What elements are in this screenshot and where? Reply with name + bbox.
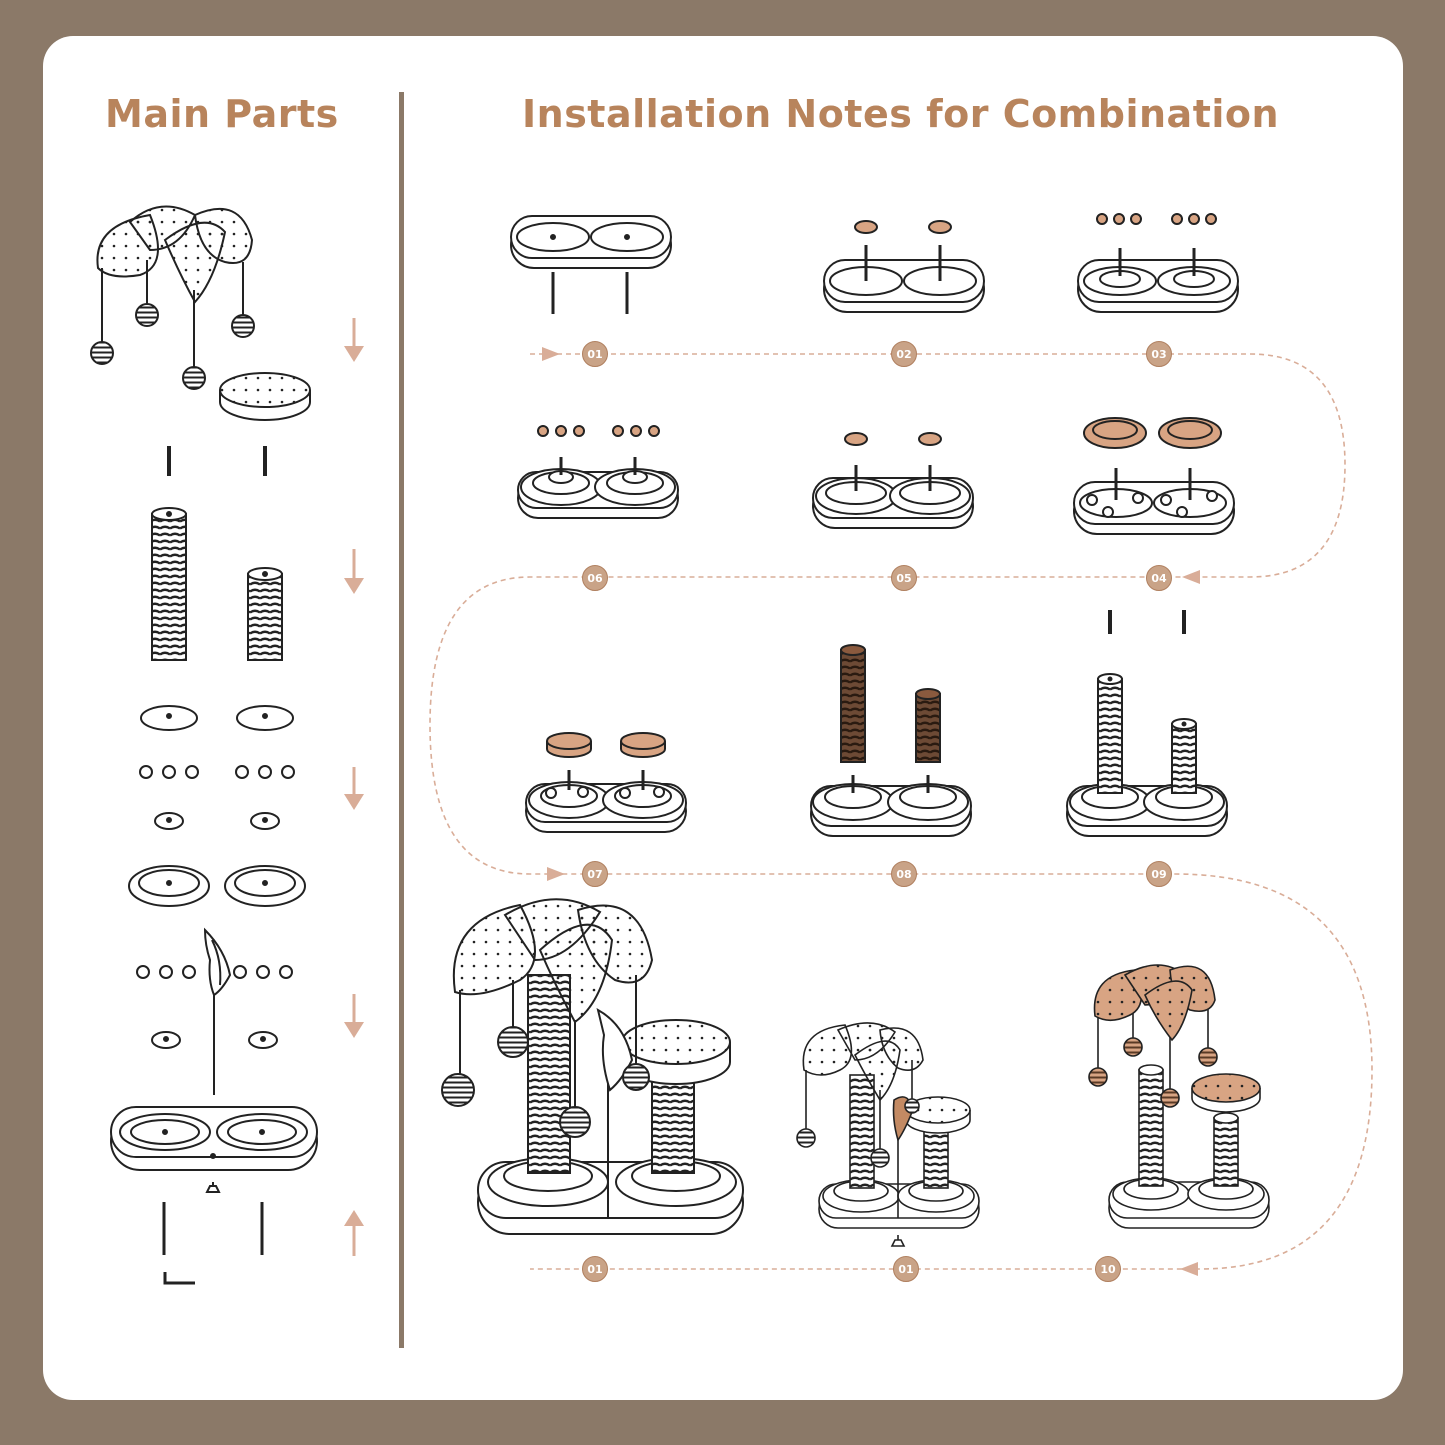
part-balls-row xyxy=(139,765,295,779)
part-screws xyxy=(162,1202,264,1285)
flow-path xyxy=(429,353,1373,1270)
part-leaf-top xyxy=(90,205,255,390)
part-pins xyxy=(167,446,267,476)
final-assembly-small xyxy=(796,1022,980,1247)
part-small-caps xyxy=(154,812,280,830)
step-02-illustration xyxy=(823,220,985,313)
step-07-illustration xyxy=(525,732,687,833)
column-divider xyxy=(399,92,404,1348)
part-discs xyxy=(140,705,294,731)
step-badge-10: 10 xyxy=(1095,1256,1121,1282)
step-badge-05: 05 xyxy=(891,565,917,591)
step-badge-09: 09 xyxy=(1146,861,1172,887)
flow-path-arrowheads xyxy=(542,347,1200,1276)
step-badge-01: 01 xyxy=(582,341,608,367)
step-01-illustration xyxy=(510,215,672,314)
step-06-illustration xyxy=(517,425,679,519)
step-badge-01-bottom-left: 01 xyxy=(582,1256,608,1282)
step-05-illustration xyxy=(812,432,974,529)
flow-arrows xyxy=(344,318,364,1256)
final-assembly-large xyxy=(441,898,744,1235)
main-parts-title: Main Parts xyxy=(105,92,339,136)
step-03-illustration xyxy=(1077,213,1239,313)
part-base xyxy=(110,1106,318,1193)
step-badge-07: 07 xyxy=(582,861,608,887)
step-08-illustration xyxy=(810,644,972,837)
step-badge-03: 03 xyxy=(1146,341,1172,367)
step-badge-04: 04 xyxy=(1146,565,1172,591)
step-04-illustration xyxy=(1073,417,1235,535)
step-badge-06: 06 xyxy=(582,565,608,591)
installation-title: Installation Notes for Combination xyxy=(522,92,1280,136)
final-assembly-wood xyxy=(1088,964,1270,1229)
step-09-illustration xyxy=(1066,610,1228,837)
step-badge-08: 08 xyxy=(891,861,917,887)
part-feather-wand xyxy=(136,927,293,1095)
part-turntables xyxy=(128,865,306,907)
part-platform xyxy=(219,372,311,421)
step-badge-02: 02 xyxy=(891,341,917,367)
step-badge-01-bottom-mid: 01 xyxy=(893,1256,919,1282)
part-posts xyxy=(151,507,283,661)
